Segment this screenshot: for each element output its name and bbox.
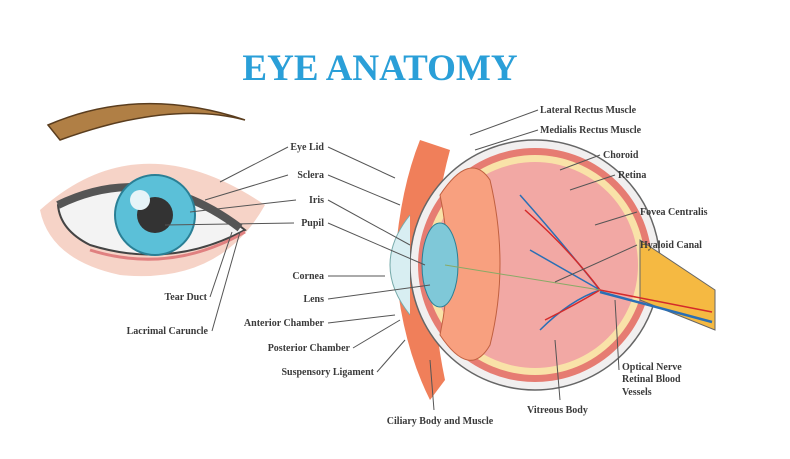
label-lacrimal-caruncle: Lacrimal Caruncle bbox=[127, 326, 209, 337]
blue-vessel-main bbox=[599, 290, 713, 324]
label-lens: Lens bbox=[303, 294, 324, 305]
optic-nerve-shape bbox=[639, 239, 716, 331]
highlight bbox=[130, 190, 150, 210]
label-anterior-chamber: Anterior Chamber bbox=[244, 318, 325, 329]
diagram-title: EYE ANATOMY bbox=[242, 48, 517, 89]
label-suspensory-ligament: Suspensory Ligament bbox=[281, 367, 374, 378]
label-medialis-rectus: Medialis Rectus Muscle bbox=[540, 125, 642, 136]
label-vessels: Vessels bbox=[622, 387, 652, 398]
label-posterior-chamber: Posterior Chamber bbox=[268, 343, 351, 354]
label-vitreous-body: Vitreous Body bbox=[527, 405, 588, 416]
lens-shape bbox=[421, 222, 459, 308]
leader-lines bbox=[164, 109, 638, 411]
eyebrow bbox=[46, 102, 246, 141]
label-cornea: Cornea bbox=[292, 271, 324, 282]
hyaloid-canal-line bbox=[444, 264, 601, 291]
label-ciliary-body: Ciliary Body and Muscle bbox=[387, 416, 494, 427]
label-tear-duct: Tear Duct bbox=[165, 292, 208, 303]
external-eye-illustration bbox=[40, 102, 265, 277]
cornea-shape bbox=[389, 214, 411, 316]
label-eye-lid: Eye Lid bbox=[290, 142, 324, 153]
label-retinal-blood: Retinal Blood bbox=[622, 374, 681, 385]
label-lateral-rectus: Lateral Rectus Muscle bbox=[540, 105, 637, 116]
label-optical-nerve: Optical Nerve bbox=[622, 362, 682, 373]
label-hyaloid-canal: Hyaloid Canal bbox=[640, 240, 702, 251]
label-retina: Retina bbox=[618, 170, 646, 181]
label-sclera: Sclera bbox=[297, 170, 324, 181]
label-fovea-centralis: Fovea Centralis bbox=[640, 207, 708, 218]
eye-cross-section bbox=[389, 139, 716, 400]
label-pupil: Pupil bbox=[301, 218, 324, 229]
lower-lid bbox=[89, 230, 246, 261]
label-iris: Iris bbox=[309, 195, 324, 206]
label-choroid: Choroid bbox=[603, 150, 639, 161]
